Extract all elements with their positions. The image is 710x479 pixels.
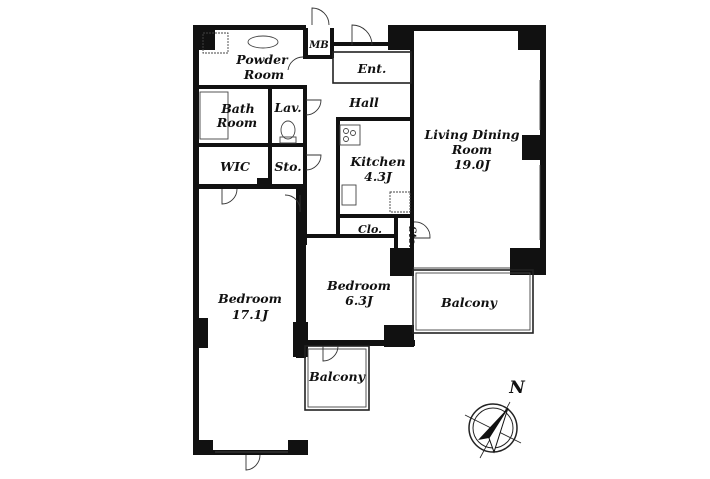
label-bedroom-small: Bedroom [326,278,391,293]
label-closet: Clo. [358,223,382,236]
label-bath-room-1: Bath [220,101,255,116]
label-bath-room-2: Room [216,115,257,130]
compass-needle-icon [478,408,508,440]
walls [193,25,546,455]
label-powder-room-1: Powder [235,52,289,67]
label-entrance: Ent. [357,61,387,76]
doors [221,7,431,471]
label-balcony-small: Balcony [308,369,365,384]
label-wic: WIC [220,159,250,174]
thin-lines [199,32,541,453]
label-balcony-right: Balcony [440,295,497,310]
label-bedroom-small-size: 6.3J [345,293,374,308]
compass-north-label: N [508,378,526,398]
label-hall: Hall [348,95,379,110]
label-storage-left: Sto. [274,159,301,174]
label-living-1: Living Dining [424,127,520,142]
label-kitchen: Kitchen [349,154,405,169]
label-bedroom-large-size: 17.1J [232,307,269,322]
label-living-2: Room [451,142,492,157]
label-living-size: 19.0J [454,157,491,172]
label-powder-room-2: Room [243,67,284,82]
label-lav: Lav. [273,100,301,115]
compass-ring-icon [468,403,518,453]
compass: N [464,378,526,459]
label-bedroom-large: Bedroom [217,291,282,306]
label-storage-right: Sto. [406,226,417,248]
label-kitchen-size: 4.3J [364,169,393,184]
label-mb: MB [308,40,329,51]
room-labels: Powder Room MB Ent. Hall Lav. Bath Room … [216,40,520,384]
